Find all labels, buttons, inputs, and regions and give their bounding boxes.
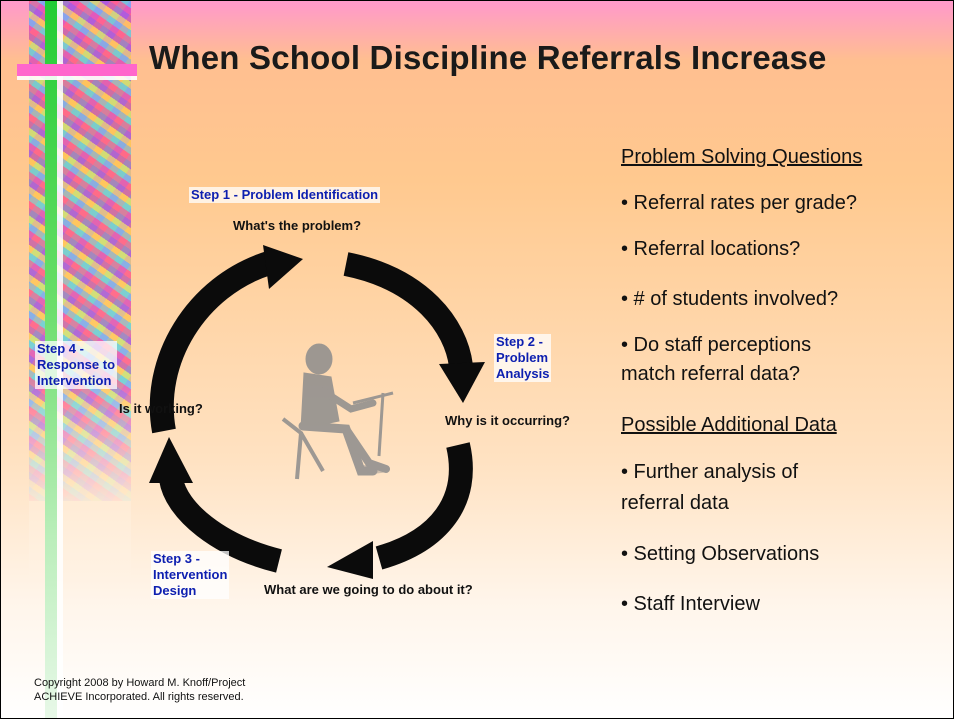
step3-label-line: Step 3 -	[153, 551, 200, 566]
problem-solving-item: • Do staff perceptions	[621, 334, 812, 356]
decorative-horizontal-stripe	[17, 76, 137, 80]
cycle-arrow-step1-to-step2	[343, 252, 473, 368]
cycle-arrow-step4-to-step1	[149, 251, 273, 434]
problem-solving-item: match referral data?	[621, 363, 800, 385]
additional-data-item: • Setting Observations	[621, 543, 820, 565]
step1-question: What's the problem?	[233, 218, 362, 233]
copyright-line: ACHIEVE Incorporated. All rights reserve…	[34, 691, 244, 703]
problem-solving-item: • Referral locations?	[621, 238, 801, 260]
cycle-arrow-step3-to-step4	[159, 476, 283, 573]
cycle-arrow-step1-to-step2-head	[439, 362, 485, 403]
step2-label-line: Step 2 -	[496, 334, 543, 349]
step4-question: Is it working?	[119, 401, 203, 416]
additional-data-heading: Possible Additional Data	[621, 414, 837, 436]
step4-label-line: Response to	[37, 357, 116, 372]
person-at-desk-icon	[281, 343, 394, 480]
step3-label-line: Intervention	[153, 567, 228, 582]
additional-data-item: referral data	[621, 492, 729, 514]
step3-question: What are we going to do about it?	[264, 582, 473, 597]
step4-label-line: Step 4 -	[37, 341, 84, 356]
decorative-horizontal-bar	[17, 64, 137, 76]
copyright-notice: Copyright 2008 by Howard M. Knoff/Projec…	[34, 676, 245, 704]
step2-label: Step 2 - Problem Analysis	[494, 334, 552, 382]
step4-label: Step 4 - Response to Intervention	[35, 341, 118, 389]
cycle-arrow-step2-to-step3-head	[327, 541, 373, 579]
step4-label-line: Intervention	[37, 373, 112, 388]
problem-solving-heading: Problem Solving Questions	[621, 146, 863, 168]
problem-solving-item: • Referral rates per grade?	[621, 192, 858, 214]
step2-label-line: Analysis	[496, 366, 550, 381]
step3-label: Step 3 - Intervention Design	[151, 551, 230, 599]
additional-data-item: • Staff Interview	[621, 593, 760, 615]
cycle-arrow-step4-to-step1-head	[263, 245, 303, 289]
slide-title: When School Discipline Referrals Increas…	[149, 39, 827, 76]
step2-question: Why is it occurring?	[445, 413, 570, 428]
cycle-arrow-step2-to-step3	[375, 442, 473, 570]
step3-label-line: Design	[153, 583, 197, 598]
copyright-line: Copyright 2008 by Howard M. Knoff/Projec…	[34, 677, 246, 689]
step1-label: Step 1 - Problem Identification	[189, 187, 381, 203]
additional-data-item: • Further analysis of	[621, 461, 799, 483]
cycle-arrow-step3-to-step4-head	[149, 437, 193, 483]
problem-solving-item: • # of students involved?	[621, 288, 839, 310]
step2-label-line: Problem	[496, 350, 549, 365]
